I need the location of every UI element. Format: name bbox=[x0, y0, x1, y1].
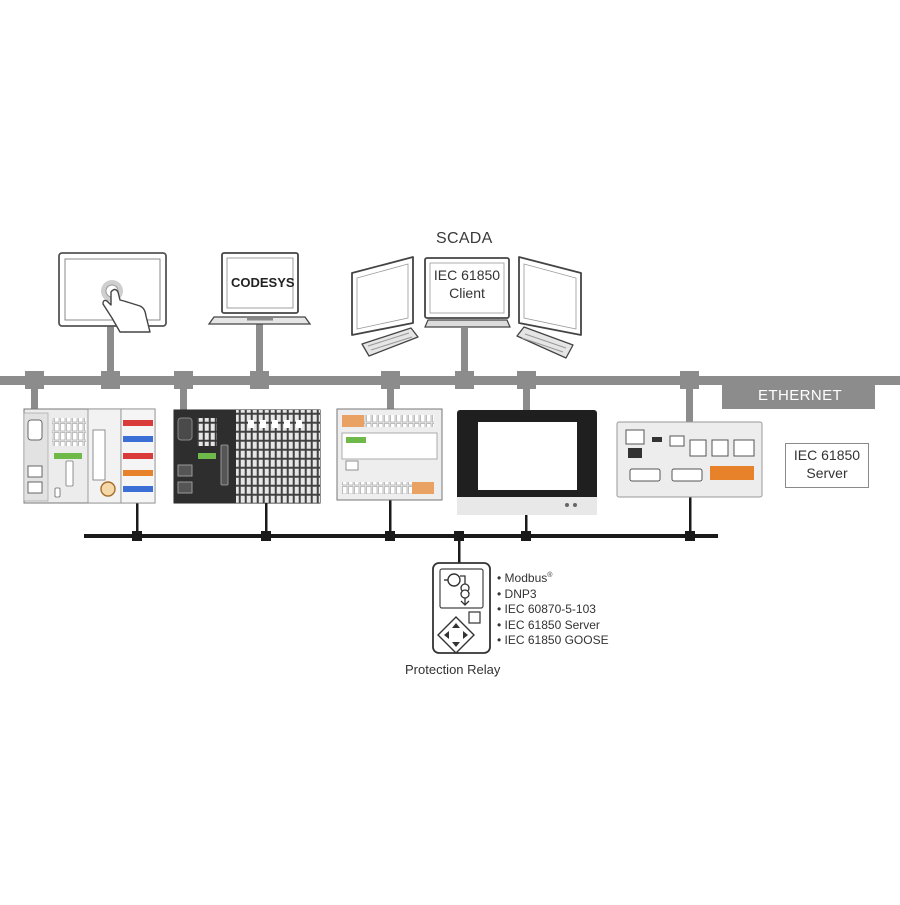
monitor-icon bbox=[424, 257, 511, 328]
protocol-item: Modbus® bbox=[497, 568, 609, 587]
plc-controller-icon bbox=[23, 408, 156, 504]
bus-tap bbox=[517, 371, 536, 389]
keyboard-icon bbox=[361, 327, 419, 357]
plc-controller-icon bbox=[173, 409, 321, 504]
ethernet-label: ETHERNET bbox=[758, 387, 843, 404]
bus-tap bbox=[250, 371, 269, 389]
keyboard-icon bbox=[516, 326, 574, 359]
laptop-icon bbox=[207, 252, 312, 325]
fieldbus-node bbox=[261, 531, 271, 541]
bus-tap bbox=[381, 371, 400, 389]
scada-workstation bbox=[351, 256, 582, 359]
protocol-item: IEC 61850 Server bbox=[497, 618, 609, 634]
registered-mark: ® bbox=[547, 572, 553, 579]
monitor-icon bbox=[518, 256, 582, 336]
fieldbus-node bbox=[132, 531, 142, 541]
protection-relay-label: Protection Relay bbox=[405, 662, 501, 677]
ethernet-bus bbox=[0, 322, 900, 422]
io-module-icon bbox=[336, 408, 443, 501]
bus-tap bbox=[455, 371, 474, 389]
bus-tap bbox=[680, 371, 699, 389]
relay-device-icon bbox=[432, 562, 491, 654]
bus-tap bbox=[25, 371, 44, 389]
iec61850-client-label: IEC 61850 Client bbox=[433, 267, 501, 301]
touch-panel-icon bbox=[58, 252, 167, 333]
fieldbus-node bbox=[685, 531, 695, 541]
protocol-item: IEC 60870-5-103 bbox=[497, 602, 609, 618]
iec61850-server-label: IEC 61850 Server bbox=[793, 447, 861, 481]
protocol-list: Modbus® DNP3 IEC 60870-5-103 IEC 61850 S… bbox=[497, 568, 609, 649]
iec61850-server-box bbox=[785, 443, 869, 488]
monitor-icon bbox=[351, 256, 414, 336]
hand-pointer-icon bbox=[102, 288, 151, 333]
bus-tap bbox=[101, 371, 120, 389]
controller-icon bbox=[616, 421, 763, 498]
protocol-item: DNP3 bbox=[497, 587, 609, 603]
fieldbus-node bbox=[385, 531, 395, 541]
fieldbus-node bbox=[521, 531, 531, 541]
touch-display-icon bbox=[457, 410, 597, 515]
codesys-label: CODESYS bbox=[231, 275, 295, 290]
ethernet-label-box bbox=[722, 383, 875, 409]
protocol-item: IEC 61850 GOOSE bbox=[497, 633, 609, 649]
fieldbus-line bbox=[84, 497, 718, 564]
fieldbus-node bbox=[454, 531, 464, 541]
scada-title: SCADA bbox=[436, 230, 493, 247]
bus-tap bbox=[174, 371, 193, 389]
